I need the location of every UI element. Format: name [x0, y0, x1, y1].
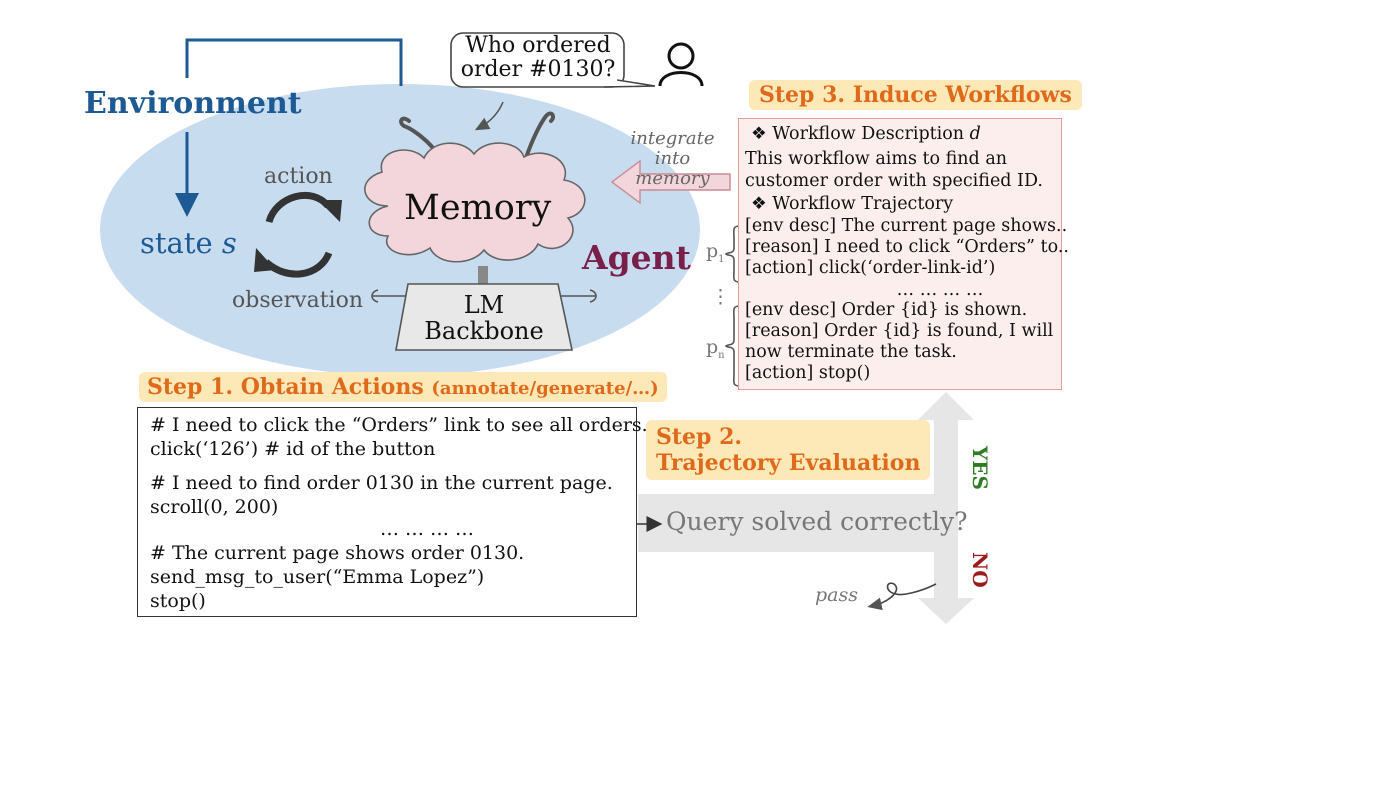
action-line-7: stop()	[150, 590, 206, 612]
step1-heading-suffix: (annotate/generate/…)	[431, 378, 659, 399]
lm-backbone-label: LM Backbone	[406, 292, 562, 344]
workflow-description-line-1: This workflow aims to find an	[745, 149, 1008, 169]
workflow-pn-line-1: [env desc] Order {id} is shown.	[745, 300, 1028, 320]
workflow-ellipsis: … … … …	[896, 280, 984, 300]
action-line-1: # I need to click the “Orders” link to s…	[150, 414, 648, 436]
workflow-pn-line-4: [action] stop()	[745, 363, 871, 383]
lm-backbone-line-1: LM	[463, 291, 505, 319]
speech-bubble	[450, 32, 656, 88]
workflow-trajectory-title: ❖ Workflow Trajectory	[751, 194, 954, 214]
vertical-ellipsis: ⋮	[711, 286, 730, 308]
pass-arrow-icon	[867, 582, 937, 611]
memory-cloud-icon	[364, 142, 586, 263]
environment-title: Environment	[84, 86, 302, 121]
integrate-label: integrate into memory	[610, 129, 735, 189]
actions-box: # I need to click the “Orders” link to s…	[137, 407, 648, 617]
action-line-5: # The current page shows order 0130.	[150, 542, 525, 564]
action-line-6: send_msg_to_user(“Emma Lopez”)	[150, 566, 485, 588]
memory-label: Memory	[404, 188, 552, 228]
memory-antennae-icon	[399, 111, 556, 160]
pn-label: pn	[706, 336, 725, 361]
step2-heading-line-1: Step 2.	[656, 424, 743, 450]
workflow-box: ❖ Workflow Description d This workflow a…	[738, 118, 1069, 390]
observation-label: observation	[232, 288, 363, 313]
integrate-arrow-icon	[610, 159, 731, 205]
step1-heading: Step 1. Obtain Actions (annotate/generat…	[139, 372, 667, 402]
action-line-2: click(‘126’) # id of the button	[150, 438, 436, 460]
p1-label: p1	[706, 240, 725, 265]
action-line-4: scroll(0, 200)	[150, 496, 279, 518]
lm-backbone-line-2: Backbone	[424, 317, 544, 345]
question-to-memory-arrow	[474, 101, 504, 131]
user-icon	[658, 42, 704, 87]
no-label: NO	[968, 552, 992, 588]
agent-label: Agent	[582, 238, 691, 277]
state-label: state s	[140, 226, 237, 260]
integrate-line-1: integrate into	[630, 128, 715, 169]
step3-heading: Step 3. Induce Workflows	[749, 80, 1082, 110]
yes-label: YES	[968, 446, 992, 490]
trajectory-braces	[724, 225, 741, 387]
user-question: Who ordered order #0130?	[452, 34, 624, 82]
workflow-p1-line-3: [action] click(‘order-link-id’)	[745, 258, 996, 278]
state-variable: s	[221, 226, 237, 260]
workflow-pn-line-2: [reason] Order {id} is found, I will	[745, 321, 1054, 341]
user-question-line-1: Who ordered	[465, 33, 611, 58]
workflow-pn-line-3: now terminate the task.	[745, 342, 957, 362]
refresh-cycle-icon	[254, 192, 342, 278]
workflow-p1-line-1: [env desc] The current page shows..	[745, 216, 1068, 236]
environment-loop-arrow	[175, 38, 403, 217]
action-line-3: # I need to find order 0130 in the curre…	[150, 472, 613, 494]
workflow-description-line-2: customer order with specified ID.	[745, 171, 1043, 191]
backbone-arms-icon	[371, 289, 597, 303]
user-question-line-2: order #0130?	[460, 57, 616, 82]
workflow-description-title: ❖ Workflow Description d	[751, 124, 981, 144]
query-label: Query solved correctly?	[666, 507, 968, 536]
action-label: action	[264, 164, 333, 189]
memory-stem	[478, 266, 488, 284]
action-ellipsis: … … … …	[379, 518, 475, 540]
step2-heading: Step 2. Trajectory Evaluation	[646, 420, 931, 480]
pass-label: pass	[815, 584, 858, 606]
workflow-p1-line-2: [reason] I need to click “Orders” to..	[745, 237, 1069, 257]
step2-heading-line-2: Trajectory Evaluation	[656, 450, 921, 476]
integrate-line-2: memory	[635, 168, 710, 189]
step1-heading-main: Step 1. Obtain Actions	[147, 374, 424, 400]
evaluation-arrows	[638, 392, 974, 624]
state-prefix: state	[140, 226, 213, 260]
lm-backbone-shape	[395, 283, 573, 351]
workflow-description-var: d	[969, 124, 981, 144]
